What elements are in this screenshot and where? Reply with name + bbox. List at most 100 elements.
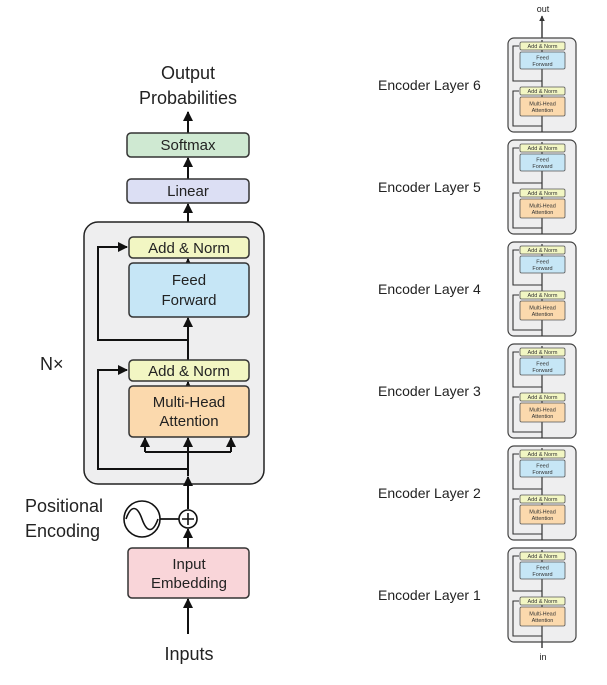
mini-feed-forward-label: Forward — [532, 368, 552, 374]
mini-add-norm-bottom-label: Add & Norm — [528, 293, 558, 299]
mini-feed-forward-box — [519, 561, 566, 580]
residual-connection-ff — [97, 242, 188, 341]
feed-forward-label-line2: Forward — [161, 292, 216, 309]
mini-add-norm-bottom-label: Add & Norm — [528, 191, 558, 197]
add-norm-bottom-label: Add & Norm — [148, 363, 230, 380]
mini-add-norm-top-label: Add & Norm — [528, 554, 558, 560]
layer-residual-ff — [512, 351, 542, 388]
mini-multi-head-attention-box — [519, 504, 566, 525]
mini-add-norm-top-box — [519, 449, 566, 459]
mini-feed-forward-label: Forward — [532, 62, 552, 68]
inputs-label: Inputs — [164, 644, 213, 664]
mini-add-norm-bottom-box — [519, 86, 566, 96]
in-label: in — [539, 652, 546, 662]
layer-residual-mha — [512, 396, 542, 433]
input-embedding-box — [127, 547, 250, 599]
output-label-line1: Output — [161, 63, 215, 83]
mini-feed-forward-box — [519, 51, 566, 70]
mini-add-norm-bottom-box — [519, 494, 566, 504]
mini-feed-forward-label: Feed — [536, 55, 549, 61]
mini-add-norm-top-label: Add & Norm — [528, 44, 558, 50]
mini-add-norm-top-label: Add & Norm — [528, 350, 558, 356]
mini-add-norm-top-box — [519, 347, 566, 357]
mini-multi-head-attention-box — [519, 402, 566, 423]
encoder-layer-label: Encoder Layer 5 — [378, 179, 481, 195]
mini-multi-head-attention-box — [519, 606, 566, 627]
mini-add-norm-bottom-box — [519, 596, 566, 606]
mini-feed-forward-label: Forward — [532, 470, 552, 476]
mini-multi-head-attention-label: Multi-Head — [529, 101, 556, 107]
linear-box — [126, 178, 250, 204]
mini-multi-head-attention-box — [519, 300, 566, 321]
add-norm-top-box — [128, 236, 250, 259]
mini-add-norm-top-label: Add & Norm — [528, 452, 558, 458]
mini-multi-head-attention-label: Attention — [532, 210, 554, 216]
mini-add-norm-top-box — [519, 245, 566, 255]
mini-multi-head-attention-label: Multi-Head — [529, 611, 556, 617]
encoder-block — [83, 221, 265, 485]
mini-feed-forward-label: Forward — [532, 164, 552, 170]
mini-multi-head-attention-label: Multi-Head — [529, 509, 556, 515]
mini-feed-forward-box — [519, 357, 566, 376]
mini-feed-forward-label: Feed — [536, 259, 549, 265]
transformer-encoder: Output Probabilities Softmax Linear N× A… — [25, 63, 265, 664]
mini-feed-forward-label: Feed — [536, 157, 549, 163]
nx-label: N× — [40, 354, 64, 374]
layer-residual-ff — [512, 147, 542, 184]
mini-multi-head-attention-box — [519, 198, 566, 219]
positional-label-line2: Encoding — [25, 521, 100, 541]
layer-residual-ff — [512, 249, 542, 286]
feed-forward-box — [128, 262, 250, 318]
mini-multi-head-attention-box — [519, 96, 566, 117]
positional-label-line1: Positional — [25, 496, 103, 516]
layer-residual-mha — [512, 600, 542, 637]
mini-add-norm-top-label: Add & Norm — [528, 146, 558, 152]
add-norm-bottom-box — [128, 359, 250, 382]
layer-residual-ff — [512, 453, 542, 490]
mini-add-norm-bottom-box — [519, 392, 566, 402]
mini-multi-head-attention-label: Multi-Head — [529, 203, 556, 209]
embedding-label-line1: Input — [172, 556, 206, 573]
softmax-label: Softmax — [160, 137, 216, 154]
mini-feed-forward-box — [519, 255, 566, 274]
layer-residual-mha — [512, 498, 542, 535]
multi-head-attention-box — [128, 385, 250, 438]
mini-add-norm-bottom-label: Add & Norm — [528, 497, 558, 503]
mha-label-line2: Attention — [159, 413, 218, 430]
mini-feed-forward-label: Feed — [536, 361, 549, 367]
embedding-label-line2: Embedding — [151, 575, 227, 592]
mini-add-norm-bottom-label: Add & Norm — [528, 89, 558, 95]
mini-multi-head-attention-label: Attention — [532, 516, 554, 522]
mini-add-norm-top-box — [519, 143, 566, 153]
mini-multi-head-attention-label: Attention — [532, 312, 554, 318]
residual-connection-mha — [97, 365, 188, 470]
sine-wave-icon — [123, 500, 161, 538]
mini-add-norm-top-box — [519, 551, 566, 561]
add-symbol-plus — [182, 513, 194, 525]
encoder-layer-label: Encoder Layer 3 — [378, 383, 481, 399]
mini-feed-forward-label: Feed — [536, 565, 549, 571]
layer-residual-mha — [512, 294, 542, 331]
mini-add-norm-top-label: Add & Norm — [528, 248, 558, 254]
encoder-layer-label: Encoder Layer 2 — [378, 485, 481, 501]
linear-label: Linear — [167, 183, 209, 200]
layer-residual-mha — [512, 90, 542, 127]
mini-feed-forward-label: Feed — [536, 463, 549, 469]
mini-add-norm-bottom-label: Add & Norm — [528, 599, 558, 605]
mini-add-norm-bottom-label: Add & Norm — [528, 395, 558, 401]
mini-feed-forward-box — [519, 459, 566, 478]
mini-add-norm-top-box — [519, 41, 566, 51]
mini-multi-head-attention-label: Attention — [532, 618, 554, 624]
mini-multi-head-attention-label: Attention — [532, 108, 554, 114]
mini-feed-forward-box — [519, 153, 566, 172]
mini-multi-head-attention-label: Attention — [532, 414, 554, 420]
mini-multi-head-attention-label: Multi-Head — [529, 407, 556, 413]
